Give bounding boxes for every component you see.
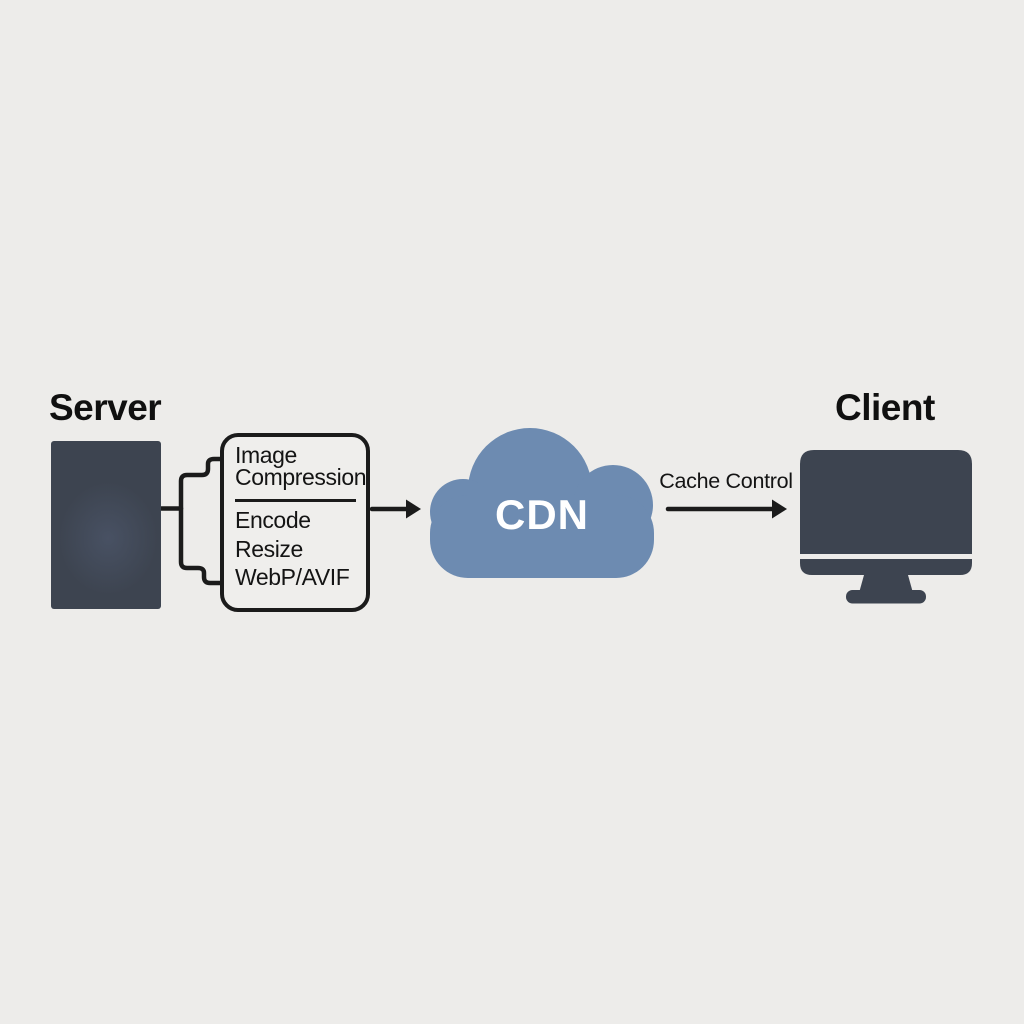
monitor-screen <box>800 450 972 554</box>
server-connector-bracket <box>178 456 224 586</box>
compression-step-encode: Encode <box>235 507 311 533</box>
client-label: Client <box>835 387 935 428</box>
divider-line <box>235 499 356 502</box>
monitor-stand-neck <box>859 575 913 593</box>
cdn-to-client-arrowhead <box>772 499 787 519</box>
cdn-cloud-icon: CDN <box>430 428 654 578</box>
compression-title-line2: Compression <box>235 464 367 490</box>
compression-title-line1: Image <box>235 442 297 468</box>
compression-to-cdn-arrowhead <box>406 499 421 519</box>
monitor-chin <box>800 559 972 575</box>
compression-step-format: WebP/AVIF <box>235 564 350 590</box>
monitor-stand-base <box>846 590 926 604</box>
server-icon <box>51 441 161 609</box>
cdn-label: CDN <box>495 491 589 538</box>
cache-control-label: Cache Control <box>659 469 793 493</box>
server-label: Server <box>49 387 162 428</box>
compression-step-resize: Resize <box>235 535 303 562</box>
compression-box: Image Compression Encode Resize WebP/AVI… <box>220 433 370 612</box>
cloud-base <box>430 495 654 578</box>
client-monitor-icon <box>800 450 972 604</box>
